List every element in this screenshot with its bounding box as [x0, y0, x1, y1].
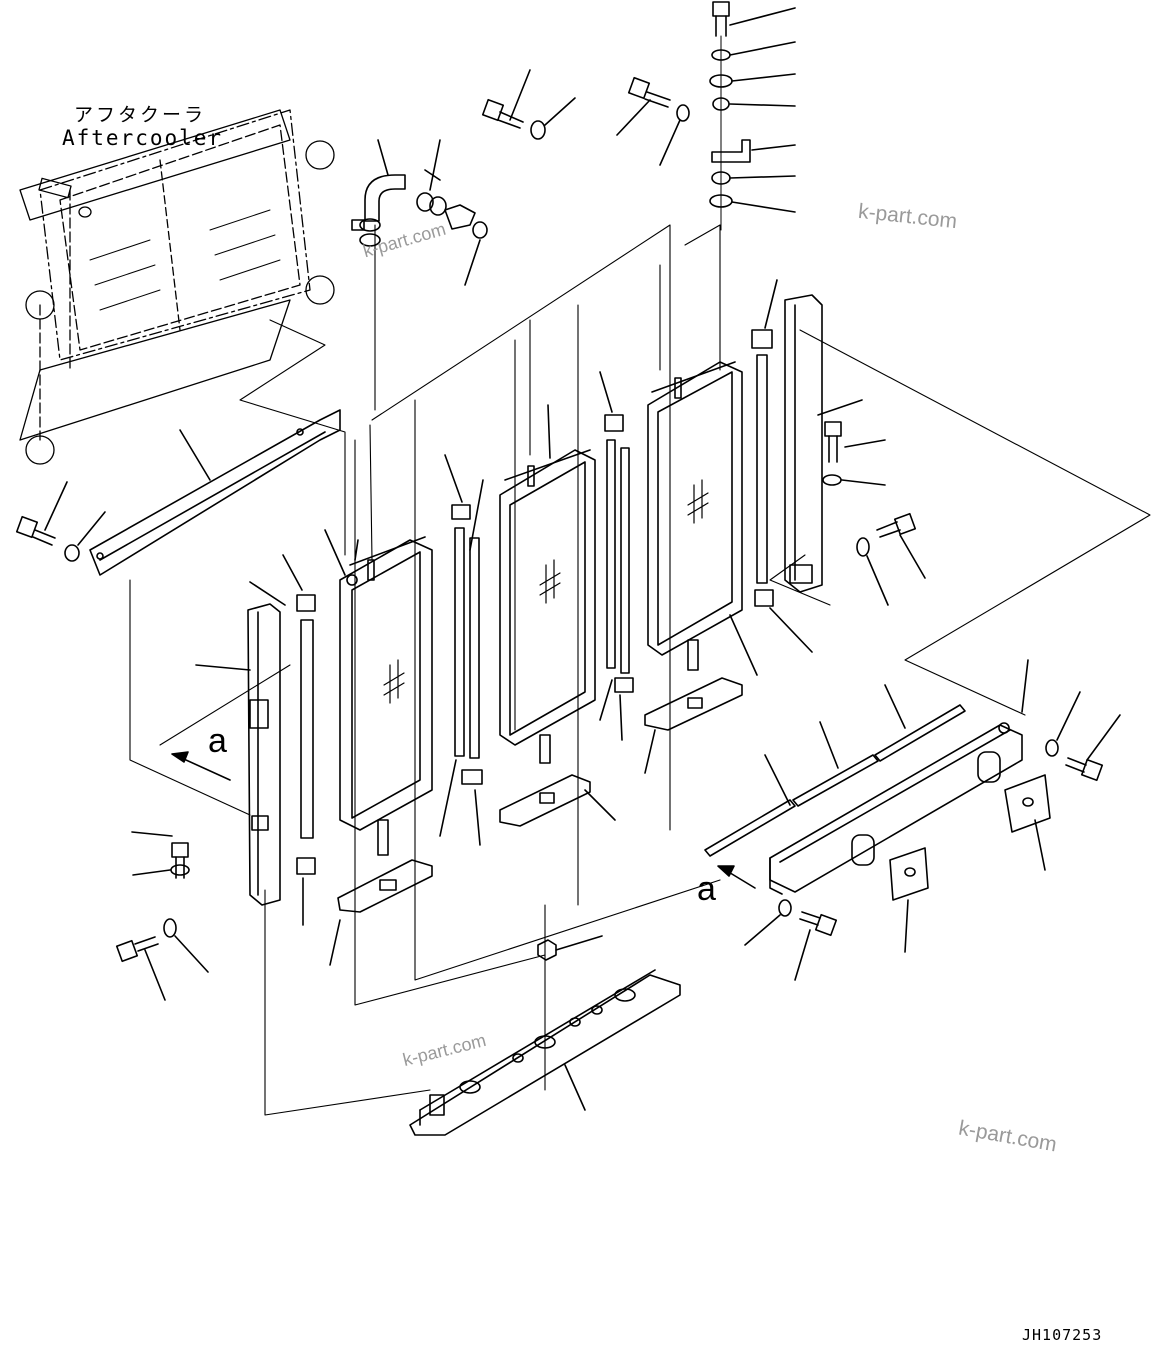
- radiator-core-1: [324, 529, 433, 856]
- radiator-1-bracket: [329, 859, 433, 966]
- center-seal-strips: [439, 454, 484, 846]
- radiator-core-3: [647, 361, 758, 676]
- lower-right-beam: [704, 659, 1121, 981]
- upper-left-bar: [15, 409, 341, 576]
- right-inner-seal-strips: [599, 371, 634, 741]
- view-arrows: [171, 751, 756, 889]
- left-side-support: [115, 554, 316, 1001]
- view-arrow-label-right: a: [697, 870, 716, 908]
- hose-and-clamps: [351, 139, 488, 286]
- radiator-3-bracket: [644, 677, 743, 774]
- spacer-plates: [889, 774, 1051, 953]
- drawing-code: JH107253: [1022, 1326, 1103, 1344]
- right-side-support: [751, 279, 926, 653]
- top-fasteners: [481, 1, 796, 231]
- assembly-guide-lines: [129, 224, 1151, 1116]
- aftercooler-label-jp: アフタクーラ: [74, 104, 207, 126]
- bottom-frame-member: [409, 935, 681, 1136]
- view-arrow-label-left: a: [208, 722, 227, 760]
- aftercooler-label-en: Aftercooler: [62, 126, 224, 150]
- aftercooler-assembly: [19, 109, 335, 465]
- radiator-core-2: [499, 404, 596, 764]
- radiator-2-bracket: [499, 774, 616, 827]
